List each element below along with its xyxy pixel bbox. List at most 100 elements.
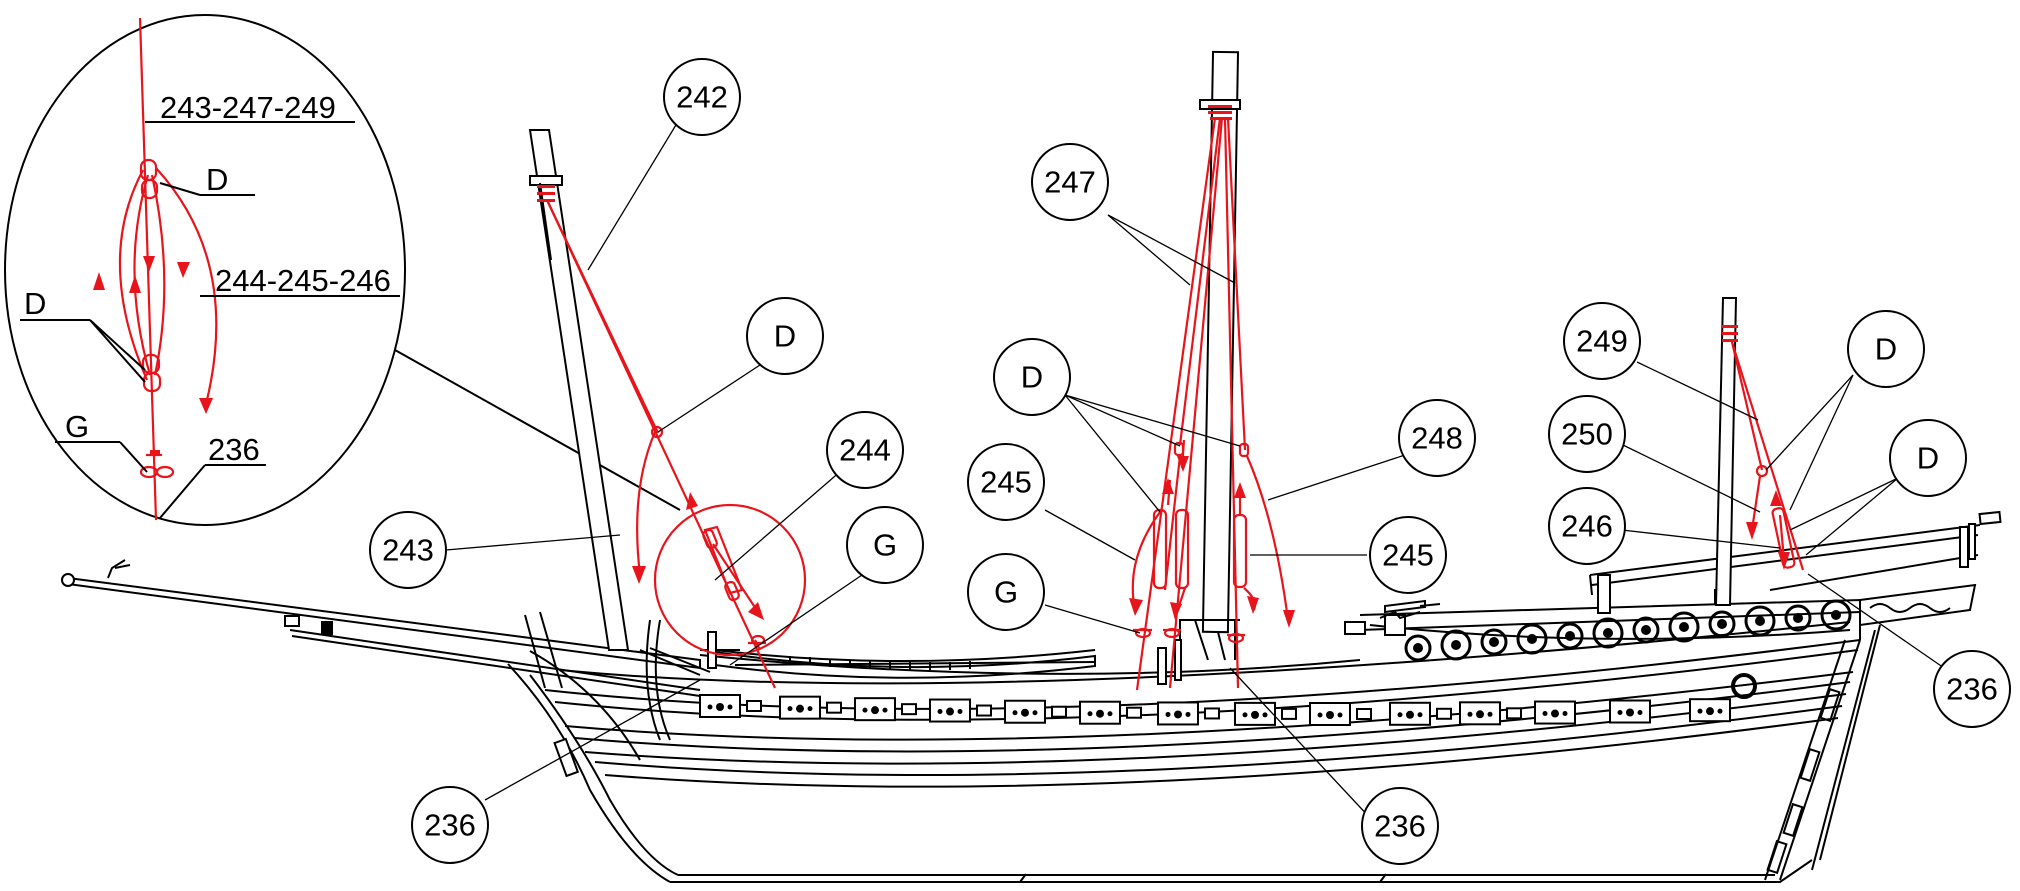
callout-d-mizzen-upper: D	[1847, 310, 1925, 388]
gunport-detail	[1087, 711, 1093, 717]
gunport-detail	[1185, 711, 1191, 717]
callout-243-label: 243	[382, 533, 434, 568]
callout-d-fore: D	[746, 297, 824, 375]
callout-d-main: D	[993, 338, 1071, 416]
callout-245-left: 245	[967, 443, 1045, 521]
callout-236-stern: 236	[1933, 650, 2011, 728]
stern-medallion-center	[1641, 625, 1651, 635]
detail-label-236: 236	[208, 432, 260, 467]
gunport-detail	[1397, 712, 1403, 718]
scupper	[1506, 707, 1522, 720]
stern-medallion	[1668, 611, 1700, 643]
callout-249-label: 249	[1576, 324, 1628, 359]
gunport-detail	[1165, 711, 1171, 717]
callout-248: 248	[1398, 399, 1476, 477]
callout-g-fore: G	[846, 506, 924, 584]
callout-244-label: 244	[839, 433, 891, 468]
scupper	[976, 704, 992, 717]
gunport-detail	[937, 709, 943, 715]
callout-246-label: 246	[1561, 509, 1613, 544]
gunport-detail	[957, 709, 963, 715]
stern-medallion	[1784, 604, 1812, 632]
callout-247-label: 247	[1044, 165, 1096, 200]
gunport-detail	[1406, 710, 1414, 719]
gunport-detail	[707, 704, 713, 710]
gunport-detail	[1337, 712, 1343, 718]
stern-port-ring	[1731, 673, 1757, 699]
gunport-detail	[1467, 711, 1473, 717]
scupper	[826, 701, 842, 714]
gunport-detail	[1096, 709, 1104, 718]
callout-d-mizzen-lower: D	[1889, 419, 1967, 497]
stern-medallion-center	[1489, 637, 1499, 647]
callout-250: 250	[1548, 395, 1626, 473]
gunport-detail	[1562, 711, 1568, 717]
gunport-detail	[727, 704, 733, 710]
callout-245-right-label: 245	[1382, 538, 1434, 573]
stern-medallions	[1404, 599, 1852, 699]
gunport-detail	[1317, 712, 1323, 718]
stern-medallion-center	[1793, 613, 1803, 623]
stern-medallion-center	[1451, 640, 1461, 650]
callout-d-mizzen-lower-label: D	[1917, 441, 1939, 476]
gunport-detail	[1717, 708, 1723, 714]
gunport-detail	[1637, 710, 1643, 716]
stern-medallion	[1480, 628, 1508, 656]
rigging-mizzenmast	[1722, 325, 1805, 571]
callout-245-left-label: 245	[980, 465, 1032, 500]
gunport-detail	[882, 707, 888, 713]
callout-242: 242	[663, 58, 741, 136]
gunport-detail	[1174, 710, 1182, 719]
stern-medallion-center	[1755, 616, 1765, 626]
callout-250-label: 250	[1561, 417, 1613, 452]
gunport-detail	[796, 704, 804, 713]
stern-medallion	[1744, 605, 1776, 637]
rigging-mainmast	[1129, 105, 1295, 691]
gunport-detail	[1032, 710, 1038, 716]
scupper	[1204, 707, 1220, 720]
stern-medallion-center	[1717, 619, 1727, 629]
stern-medallion-center	[1565, 631, 1575, 641]
detail-label-g: G	[65, 409, 89, 444]
mizzenmast	[1714, 297, 1738, 606]
stern-medallion-center	[1831, 610, 1841, 620]
stern-medallion-center	[1603, 628, 1613, 638]
stern-medallion	[1820, 599, 1852, 631]
scupper	[1436, 707, 1452, 720]
gunport-detail	[1262, 712, 1268, 718]
detail-circle	[653, 503, 807, 657]
callout-249: 249	[1563, 302, 1641, 380]
callout-245-right: 245	[1369, 516, 1447, 594]
callout-236-fore: 236	[411, 786, 489, 864]
foremast	[528, 129, 630, 651]
gunport-detail	[1012, 710, 1018, 716]
callout-d-mizzen-upper-label: D	[1875, 332, 1897, 367]
gunport-detail	[1706, 707, 1714, 716]
callout-d-fore-label: D	[774, 319, 796, 354]
scupper	[1281, 707, 1297, 720]
scupper	[901, 703, 917, 716]
callout-242-label: 242	[676, 80, 728, 115]
leader-lines	[445, 114, 1948, 821]
detail-label-244-245-246: 244-245-246	[215, 263, 391, 298]
callout-236-main-label: 236	[1374, 809, 1426, 844]
gunport-row	[699, 694, 1731, 726]
stern-medallion	[1440, 629, 1472, 661]
gunport-detail	[1251, 710, 1259, 719]
callout-g-main-label: G	[994, 575, 1018, 610]
callout-g-fore-label: G	[873, 528, 897, 563]
callout-243: 243	[369, 511, 447, 589]
scupper	[746, 700, 762, 712]
gunport-detail	[1551, 709, 1559, 718]
stern-medallion	[1708, 610, 1736, 638]
gunport-detail	[1487, 711, 1493, 717]
detail-label-d-upper: D	[206, 162, 228, 197]
stern-medallion	[1556, 622, 1584, 650]
gunport-detail	[807, 706, 813, 712]
stern-medallion	[1404, 634, 1432, 662]
callout-248-label: 248	[1411, 421, 1463, 456]
detail-label-243-247-249: 243-247-249	[160, 90, 336, 125]
gunport-detail	[787, 706, 793, 712]
gunport-detail	[871, 706, 879, 715]
gunport-detail	[716, 703, 724, 711]
